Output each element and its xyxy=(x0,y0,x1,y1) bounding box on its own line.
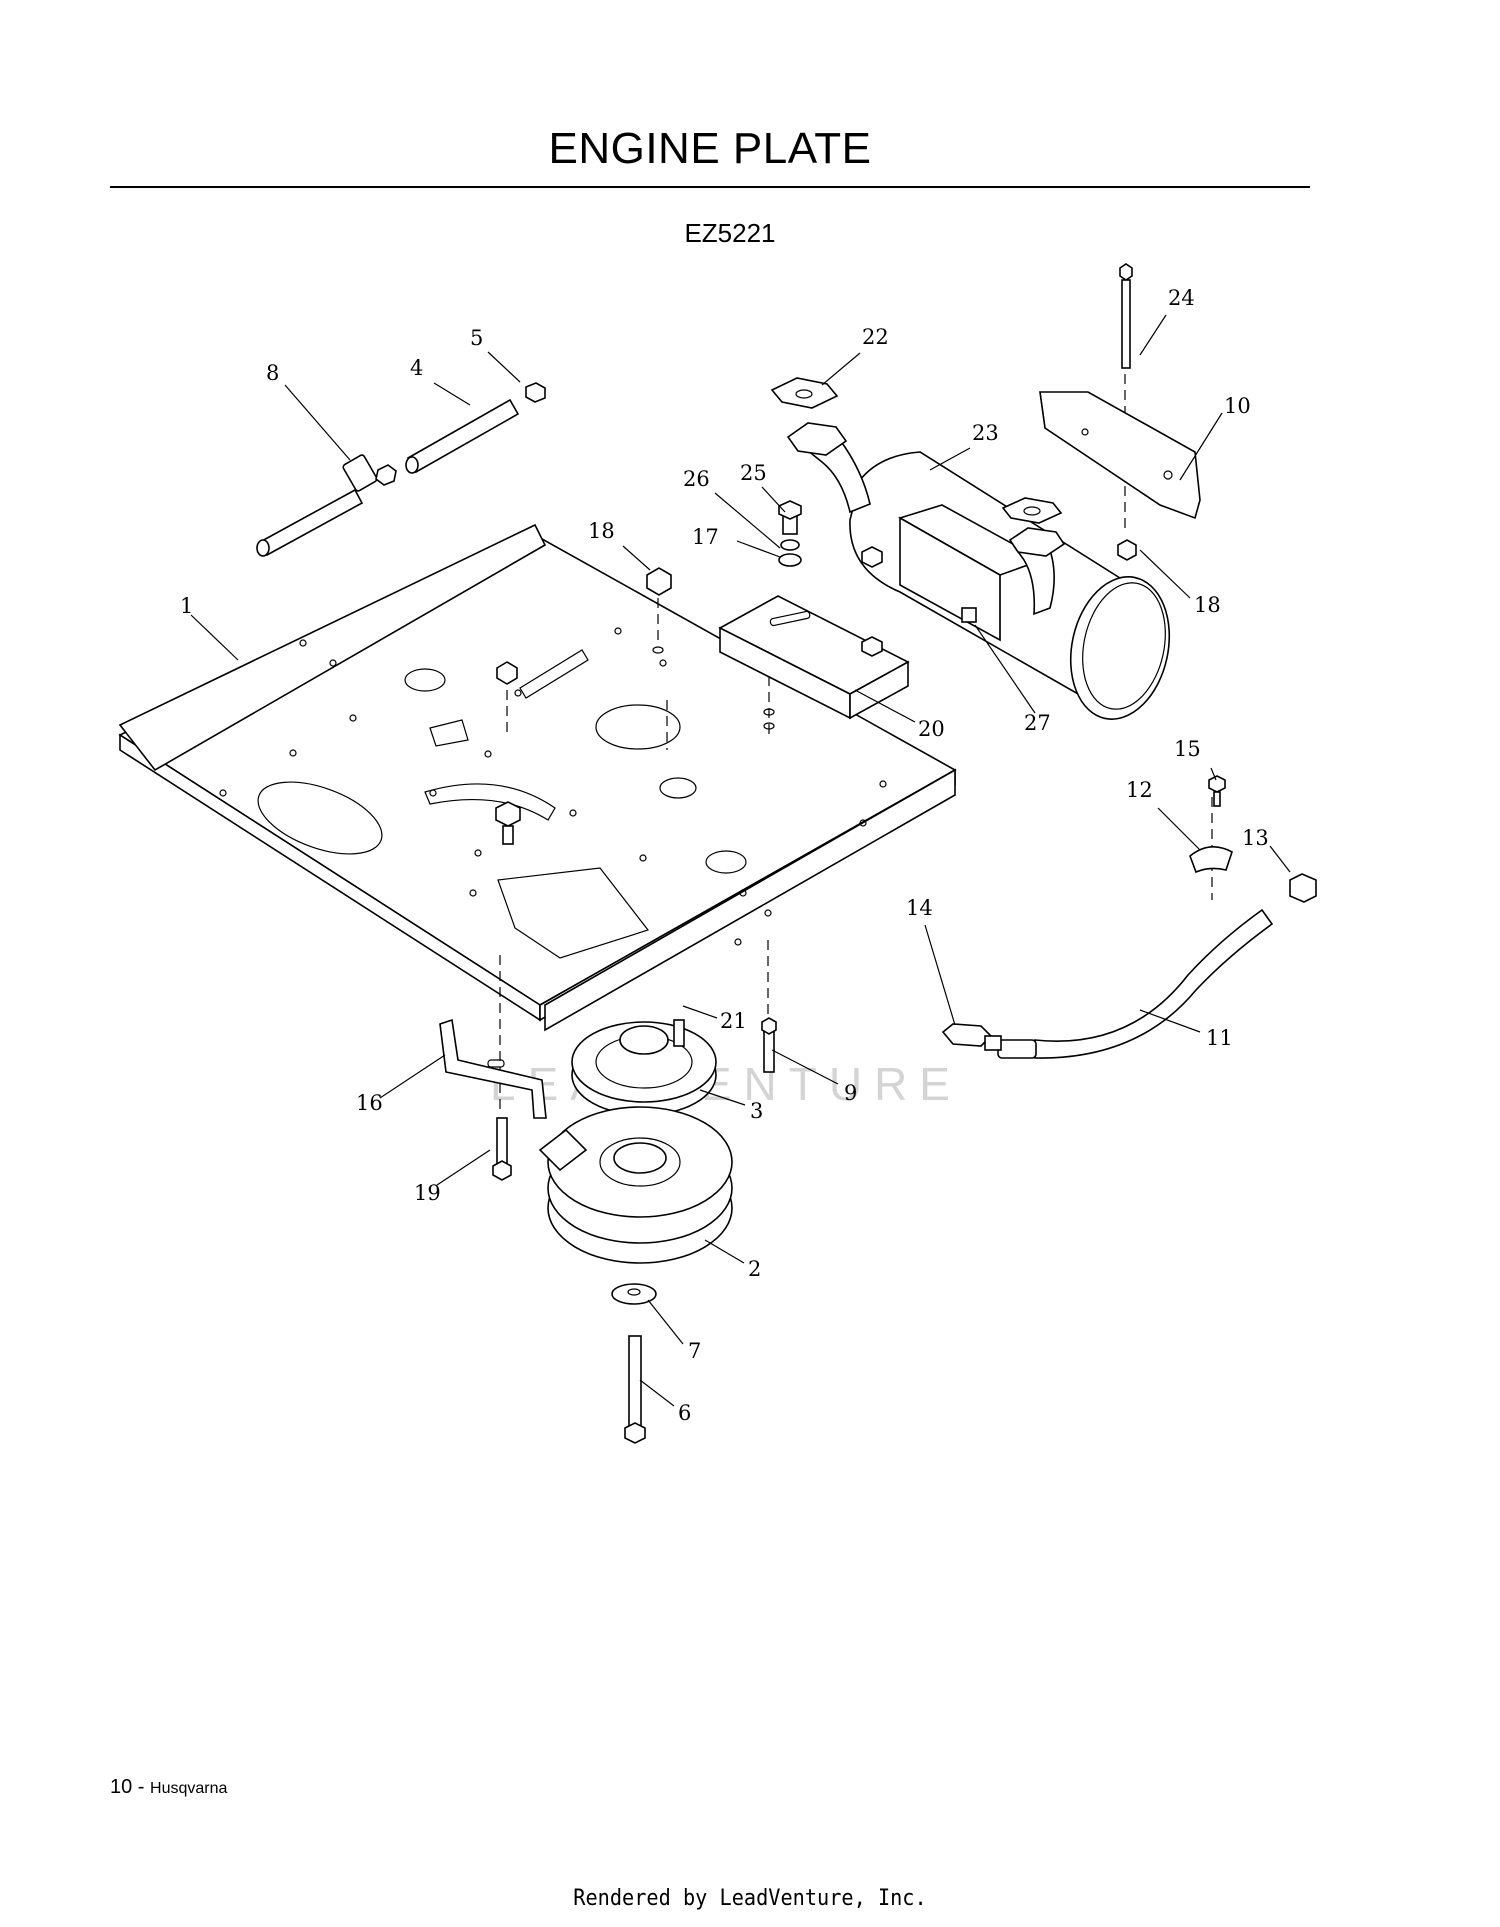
callout-12: 12 xyxy=(1126,778,1153,802)
callout-19: 19 xyxy=(414,1181,441,1205)
callout-26: 26 xyxy=(683,467,710,491)
callout-11: 11 xyxy=(1206,1026,1233,1050)
engine-plate xyxy=(118,523,957,1032)
callout-2: 2 xyxy=(748,1257,761,1281)
callout-17: 17 xyxy=(692,525,719,549)
page-footer: 10 - Husqvarna xyxy=(110,1776,227,1799)
callout-18-left: 18 xyxy=(588,519,615,543)
callout-21: 21 xyxy=(720,1009,747,1033)
hose-assembly xyxy=(941,775,1317,1059)
footer-brand: Husqvarna xyxy=(150,1780,228,1797)
callout-labels: 1 2 3 4 5 6 7 8 9 10 11 12 13 14 15 16 1… xyxy=(180,286,1269,1425)
clutch-2 xyxy=(538,1106,733,1444)
watermark: LEADVENTURE xyxy=(490,1058,962,1110)
leader-lines xyxy=(190,314,1291,1407)
plate-bolt-holes xyxy=(219,627,887,946)
rendered-by-credit: Rendered by LeadVenture, Inc. xyxy=(573,1886,927,1911)
callout-20: 20 xyxy=(918,717,945,741)
callout-22: 22 xyxy=(862,325,889,349)
callout-27: 27 xyxy=(1024,711,1051,735)
callout-23: 23 xyxy=(972,421,999,445)
page-number: 10 - xyxy=(110,1776,151,1798)
bracket-20 xyxy=(718,595,910,720)
title-divider xyxy=(110,186,1310,188)
callout-5: 5 xyxy=(470,326,483,350)
muffler xyxy=(770,377,1171,720)
model-number: EZ5221 xyxy=(684,218,776,248)
callout-13: 13 xyxy=(1242,826,1269,850)
nut-18 xyxy=(646,567,672,654)
callout-9: 9 xyxy=(844,1081,857,1105)
callout-16: 16 xyxy=(356,1091,383,1115)
callout-6: 6 xyxy=(678,1401,691,1425)
callout-1: 1 xyxy=(180,594,193,618)
fuel-line-assembly xyxy=(256,382,546,557)
callout-25: 25 xyxy=(740,461,767,485)
callout-4: 4 xyxy=(410,356,423,380)
callout-14: 14 xyxy=(906,896,933,920)
bolt-24 xyxy=(1117,263,1137,561)
callout-3: 3 xyxy=(750,1099,763,1123)
pulley-3 xyxy=(571,1017,777,1116)
bracket-16 xyxy=(439,1018,547,1181)
heat-shield-10 xyxy=(1039,391,1201,520)
callout-24: 24 xyxy=(1168,286,1195,310)
callout-18-right: 18 xyxy=(1194,593,1221,617)
callout-7: 7 xyxy=(688,1339,701,1363)
callout-8: 8 xyxy=(266,361,279,385)
page-title: ENGINE PLATE xyxy=(548,124,872,173)
callout-10: 10 xyxy=(1224,394,1251,418)
callout-15: 15 xyxy=(1174,737,1201,761)
bolt-25-stack xyxy=(778,500,802,567)
